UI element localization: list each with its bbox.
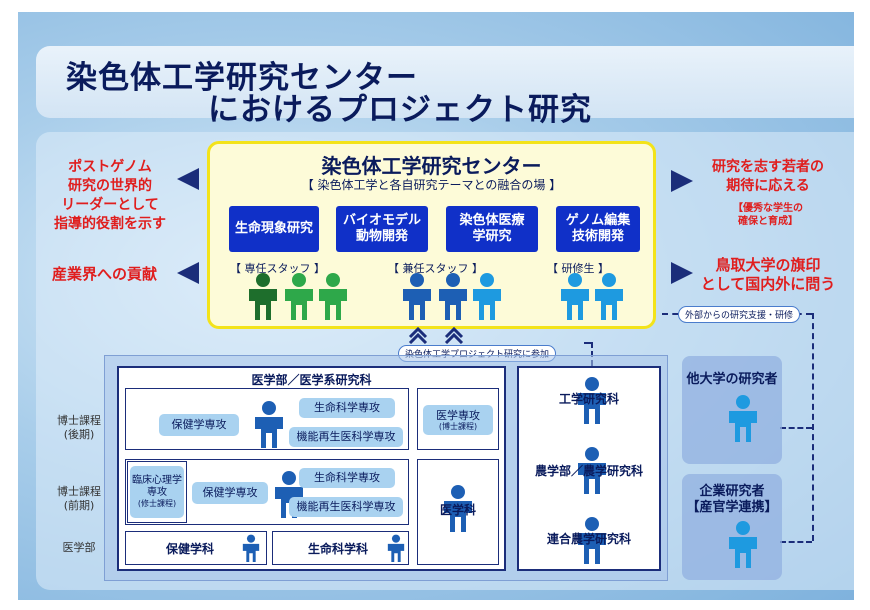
text-industry: 産業界への貢献: [52, 265, 158, 283]
person-icon: [285, 273, 313, 320]
dashed-connector: [780, 541, 812, 543]
pill-kinou-early: 機能再生医科学専攻: [289, 497, 403, 517]
page-title-line-1: 染色体工学研究センター: [66, 60, 418, 96]
pill-seimei-early: 生命科学専攻: [299, 468, 395, 488]
row-label-doctoral-late: 博士課程 (後期): [57, 414, 101, 442]
field-genome-editing: ゲノム編集技術開発: [556, 206, 640, 252]
person-icon: [729, 521, 757, 568]
person-icon: [729, 395, 757, 442]
person-icon: [473, 273, 501, 320]
person-icon: [242, 534, 260, 562]
pill-rinsho: 臨床心理学専攻 (修士課程): [130, 466, 184, 518]
callout-external-support: 外部からの研究支援・研修: [678, 306, 801, 323]
person-icon: [578, 517, 606, 564]
staff-label-dedicated: 【 専任スタッフ 】: [230, 262, 325, 275]
triangle-right-icon: [671, 170, 693, 192]
dashed-connector: [584, 342, 592, 344]
text-tottori-flag: 鳥取大学の旗印 として国内外に問う: [700, 256, 836, 293]
field-chromosome-medicine: 染色体医療学研究: [446, 206, 538, 252]
row-label-doctoral-early: 博士課程 (前期): [57, 485, 101, 513]
person-icon: [439, 273, 467, 320]
person-icon: [595, 273, 623, 320]
label-hoken-gakka: 保健学科: [166, 542, 215, 556]
person-icon: [578, 447, 606, 494]
triangle-right-icon: [671, 262, 693, 284]
person-icon: [255, 401, 283, 448]
center-subtitle: 【 染色体工学と各自研究テーマとの融合の場 】: [301, 178, 562, 192]
dashed-connector: [780, 427, 812, 429]
label-united-agriculture: 連合農学研究科: [546, 532, 631, 546]
person-icon: [578, 377, 606, 424]
label-agriculture: 農学部／農学研究科: [534, 464, 643, 478]
label-company-researcher: 企業研究者 【産官学連携】: [686, 484, 778, 515]
pill-seimei-late: 生命科学専攻: [299, 398, 395, 418]
pill-igaku-senkou: 医学専攻 (博士課程): [423, 405, 493, 435]
center-title: 染色体工学研究センター: [321, 154, 542, 178]
arrow-up-icon: [444, 326, 464, 344]
person-icon: [403, 273, 431, 320]
title-panel: [36, 46, 854, 118]
staff-label-trainee: 【 研修生 】: [547, 262, 609, 275]
dashed-connector: [591, 342, 593, 366]
field-life-phenomena: 生命現象研究: [229, 206, 319, 252]
pill-hoken-late: 保健学専攻: [159, 414, 239, 436]
other-university-box: [682, 356, 782, 464]
text-young-researchers: 研究を志す若者の 期待に応える: [712, 159, 824, 194]
label-seimei-gakka: 生命科学科: [308, 542, 369, 556]
person-icon: [444, 485, 472, 532]
text-young-sub: 【優秀な学生の 確保と育成】: [733, 203, 803, 227]
person-icon: [249, 273, 277, 320]
pill-hoken-early: 保健学専攻: [192, 482, 268, 504]
arrow-up-icon: [408, 326, 428, 344]
triangle-left-icon: [177, 168, 199, 190]
label-other-university: 他大学の研究者: [686, 372, 778, 387]
triangle-left-icon: [177, 262, 199, 284]
person-icon: [319, 273, 347, 320]
field-biomodel: バイオモデル動物開発: [336, 206, 428, 252]
page-title-line-2: におけるプロジェクト研究: [208, 92, 592, 128]
medical-header: 医学部／医学系研究科: [251, 373, 372, 387]
person-icon: [561, 273, 589, 320]
label-engineering: 工学研究科: [558, 392, 619, 406]
seimei-gakka-box: [272, 531, 409, 565]
dashed-connector: [812, 313, 814, 541]
pill-kinou-late: 機能再生医科学専攻: [289, 427, 403, 447]
label-igakuka: 医学科: [439, 503, 476, 517]
company-researcher-box: [682, 474, 782, 580]
staff-label-concurrent: 【 兼任スタッフ 】: [388, 262, 483, 275]
text-leader-role: ポストゲノム 研究の世界的 リーダーとして 指導的役割を示す: [54, 159, 166, 232]
rinsho-box: [127, 461, 187, 523]
row-label-faculty: 医学部: [62, 541, 96, 554]
person-icon: [387, 534, 405, 562]
